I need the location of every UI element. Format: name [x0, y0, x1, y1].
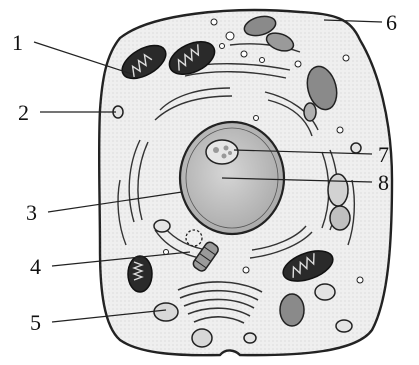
- label-6: 6: [386, 10, 397, 35]
- label-5: 5: [30, 310, 41, 335]
- nucleolus: [206, 140, 238, 164]
- mitochondrion-bottom-left: [128, 256, 152, 292]
- label-7: 7: [378, 142, 389, 167]
- label-1: 1: [12, 30, 23, 55]
- label-4: 4: [30, 254, 41, 279]
- label-8: 8: [378, 170, 389, 195]
- label-3: 3: [26, 200, 37, 225]
- label-2: 2: [18, 100, 29, 125]
